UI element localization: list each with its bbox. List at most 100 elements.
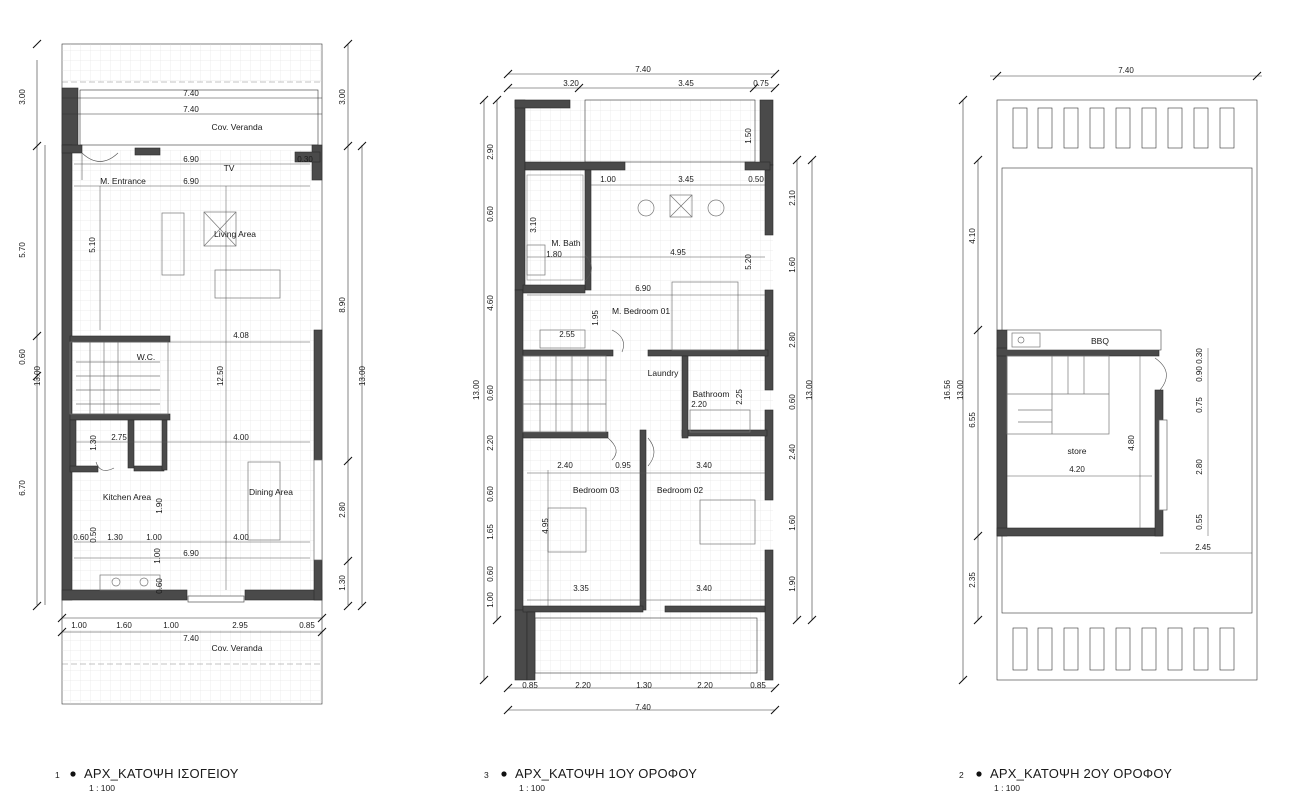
first-stairs: [522, 355, 607, 433]
dim-text: 0.60: [486, 486, 495, 502]
dim-text: 3.35: [573, 584, 589, 593]
dim-text: 7.40: [183, 634, 199, 643]
dim-text: 0.55: [1195, 514, 1204, 530]
dim-text: 1.00: [600, 175, 616, 184]
dim-text: 1.50: [744, 128, 753, 144]
veranda-bottom-grid: [62, 630, 322, 704]
room-m-bath: M. Bath: [551, 238, 581, 248]
dim-text: 3.10: [529, 217, 538, 233]
plan-roof-floor: BBQ store 7.40 4.10 16.56 13.00 6.55 0.3…: [943, 66, 1262, 793]
dim-text: 3.40: [696, 584, 712, 593]
dim-text: 1.30: [107, 533, 123, 542]
dim-text: 7.40: [1118, 66, 1134, 75]
dim-text: 0.60: [788, 394, 797, 410]
dim-text: 0.95: [615, 461, 631, 470]
dim-text: 1.00: [153, 548, 162, 564]
room-m-entrance: M. Entrance: [100, 176, 146, 186]
dim-text: 1.00: [146, 533, 162, 542]
label-bbq: BBQ: [1091, 336, 1109, 346]
plan-number: 2: [959, 770, 964, 780]
dim-text: 6.70: [18, 480, 27, 496]
room-m-bedroom-01: M. Bedroom 01: [612, 306, 670, 316]
dim-text: 2.20: [575, 681, 591, 690]
plan-scale: 1 : 100: [994, 783, 1020, 793]
title-bullet: [976, 771, 982, 777]
dim-text: 0.75: [1195, 397, 1204, 413]
dim-text: 1.90: [155, 498, 164, 514]
dim-text: 1.60: [788, 515, 797, 531]
plan-number: 1: [55, 770, 60, 780]
dim-text: 2.40: [788, 444, 797, 460]
dining-table: [247, 461, 281, 541]
dim-text: 6.90: [183, 549, 199, 558]
label-tv: TV: [224, 163, 235, 173]
dim-text: 3.40: [696, 461, 712, 470]
plan-first-floor: M. Bath M. Bedroom 01 Laundry Bathroom B…: [472, 65, 817, 793]
dim-text: 4.10: [968, 228, 977, 244]
dim-text: 0.50: [89, 527, 98, 543]
dim-text: 2.20: [486, 435, 495, 451]
dim-text: 13.00: [33, 365, 42, 386]
dim-text: 2.20: [691, 400, 707, 409]
dim-text: 3.00: [18, 89, 27, 105]
dim-text: 1.00: [71, 621, 87, 630]
room-bedroom-03: Bedroom 03: [573, 485, 620, 495]
room-bedroom-02: Bedroom 02: [657, 485, 704, 495]
roof-dimensions: 7.40 4.10 16.56 13.00 6.55 0.30 0.90 0.7…: [943, 66, 1211, 588]
dim-text: 16.56: [943, 379, 952, 400]
dim-text: 0.60: [486, 385, 495, 401]
dim-text: 1.00: [486, 592, 495, 608]
room-cov-veranda-bottom: Cov. Veranda: [212, 643, 263, 653]
dim-text: 4.60: [486, 295, 495, 311]
room-dining-area: Dining Area: [249, 487, 293, 497]
dim-text: 2.75: [111, 433, 127, 442]
dim-text: 7.40: [183, 89, 199, 98]
dim-text: 1.60: [116, 621, 132, 630]
dim-text: 1.00: [163, 621, 179, 630]
coffee-table: [203, 211, 237, 247]
dim-text: 1.30: [89, 435, 98, 451]
cov-veranda-top-area: [79, 89, 319, 146]
dim-text: 6.90: [183, 155, 199, 164]
title-bullet: [70, 771, 76, 777]
dim-text: 13.00: [805, 379, 814, 400]
plan-scale: 1 : 100: [89, 783, 115, 793]
dim-text: 13.00: [358, 365, 367, 386]
dim-text: 5.10: [88, 237, 97, 253]
ground-dimensions: 7.40 7.40 3.00 3.00 6.90 0.30 6.90 5.70 …: [18, 89, 367, 643]
dim-text: 3.00: [338, 89, 347, 105]
dim-text: 4.00: [233, 533, 249, 542]
dim-text: 0.30: [1195, 348, 1204, 364]
dim-text: 0.30: [297, 155, 313, 164]
dim-text: 6.90: [635, 284, 651, 293]
dim-text: 2.25: [735, 389, 744, 405]
room-cov-veranda-top: Cov. Veranda: [212, 122, 263, 132]
bed-02: [699, 499, 756, 545]
dim-text: 0.60: [155, 578, 164, 594]
dim-text: 7.40: [635, 703, 651, 712]
veranda-top-grid: [62, 44, 322, 82]
room-wc: W.C.: [137, 352, 155, 362]
dim-text: 2.80: [1195, 459, 1204, 475]
dim-text: 0.75: [753, 79, 769, 88]
plan-ground-floor: Cov. Veranda M. Entrance TV Living Area …: [18, 39, 367, 793]
dim-text: 2.40: [557, 461, 573, 470]
dim-text: 13.00: [956, 379, 965, 400]
dim-text: 13.00: [472, 379, 481, 400]
sofa-left: [161, 212, 185, 276]
dim-text: 2.45: [1195, 543, 1211, 552]
dim-text: 2.10: [788, 190, 797, 206]
plan-number: 3: [484, 770, 489, 780]
kitchen-sink: [99, 574, 161, 591]
dim-text: 0.85: [750, 681, 766, 690]
dim-text: 0.50: [748, 175, 764, 184]
dim-text: 6.90: [183, 177, 199, 186]
dim-text: 0.60: [486, 206, 495, 222]
room-living-area: Living Area: [214, 229, 256, 239]
dim-text: 0.60: [486, 566, 495, 582]
dim-text: 8.90: [338, 297, 347, 313]
solar-panels-bottom: [1012, 627, 1235, 671]
dim-text: 4.08: [233, 331, 249, 340]
dim-text: 2.35: [968, 572, 977, 588]
dim-text: 1.80: [546, 250, 562, 259]
